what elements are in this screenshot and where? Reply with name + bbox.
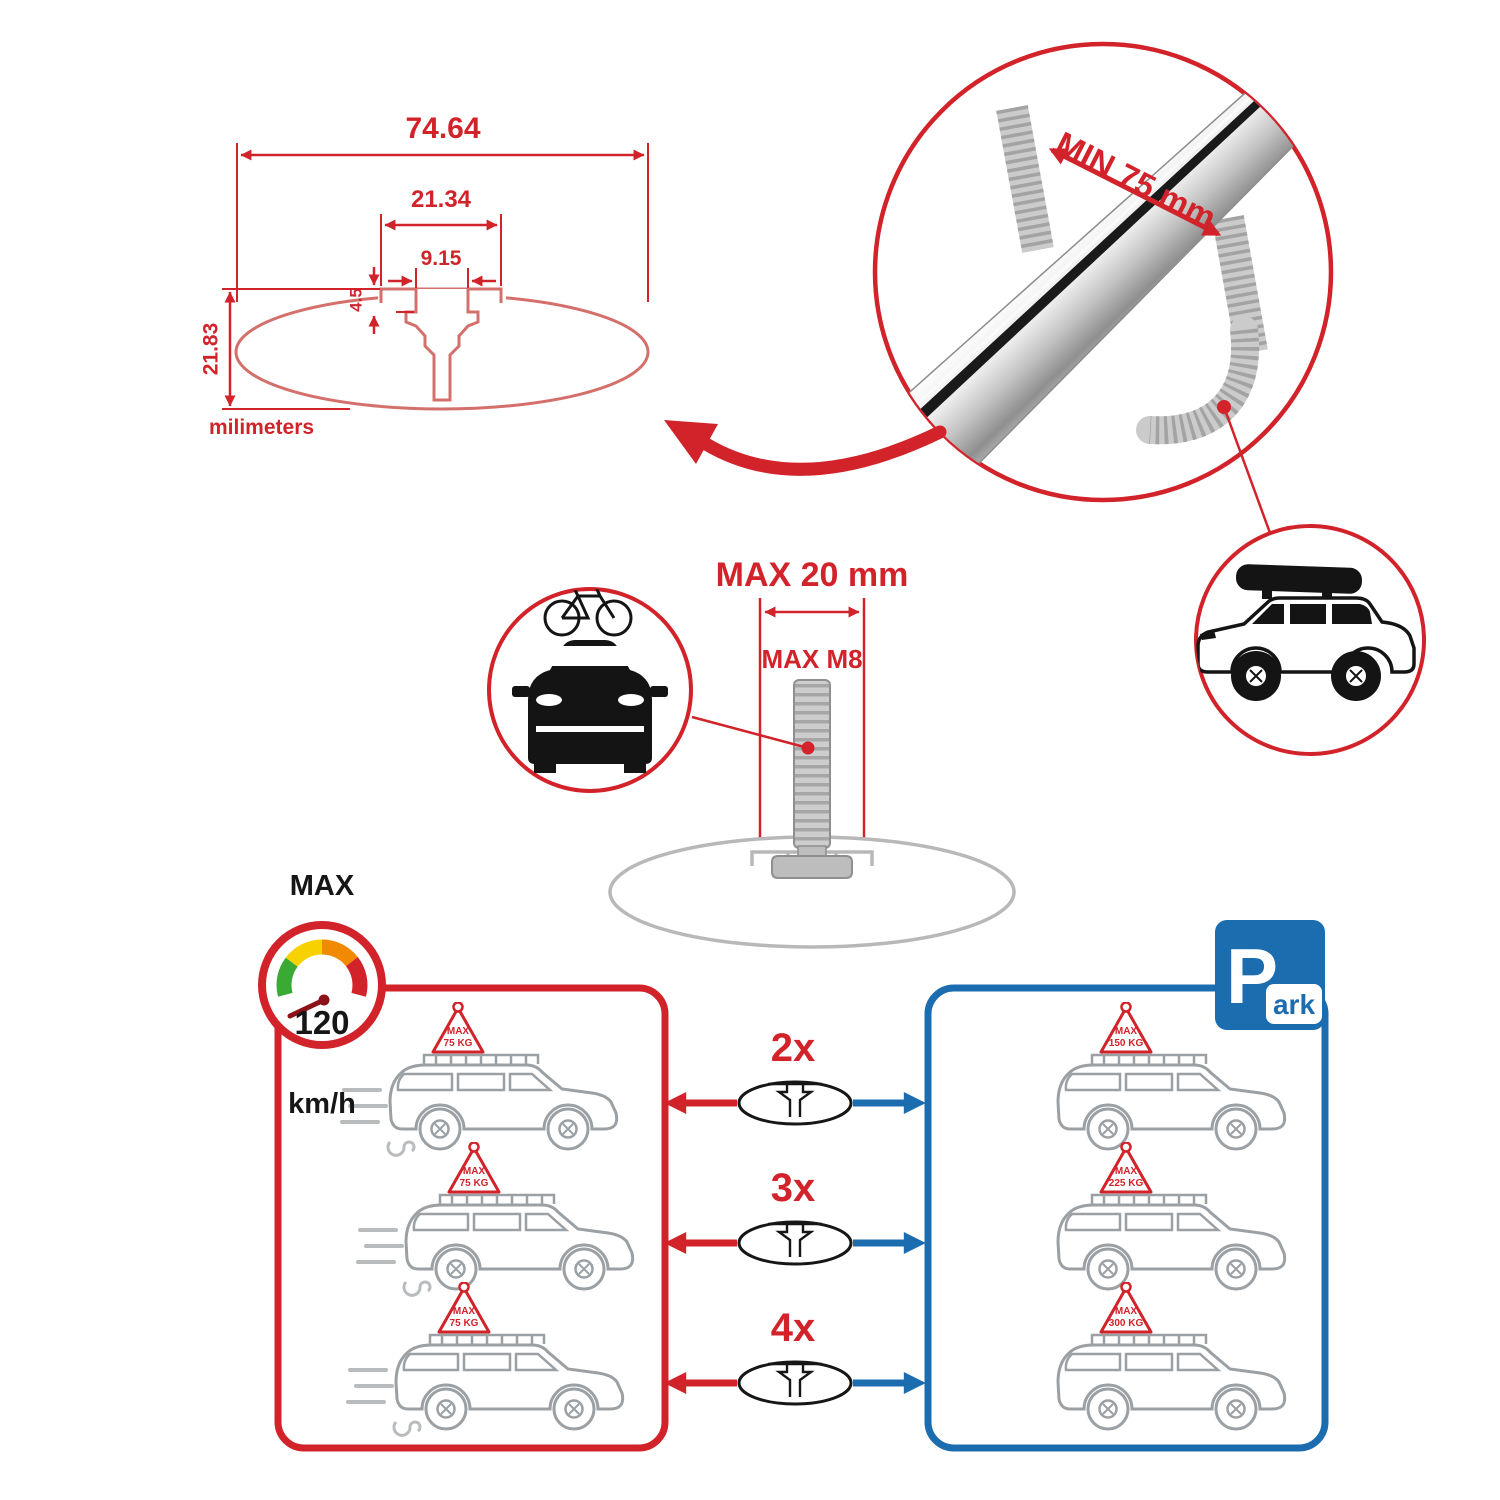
suv-roofbox-circle <box>1194 524 1426 756</box>
driving-car-3: MAX 75 KG <box>346 1281 646 1452</box>
headlight <box>1200 630 1216 640</box>
dim-plateau-width <box>380 214 502 286</box>
mirror-left <box>512 686 530 697</box>
parked-car-3: MAX 300 KG <box>1008 1281 1308 1452</box>
crossbar-detail-circle <box>664 41 1334 534</box>
badge-weight-label: 75 KG <box>460 1178 489 1189</box>
suv-icon <box>1196 564 1416 701</box>
dim-slot-width <box>388 268 496 288</box>
badge-weight-label: 150 KG <box>1109 1038 1144 1049</box>
speed-max-heading: MAX <box>289 870 355 902</box>
dim-total-width <box>236 143 649 302</box>
dim-total-width-label: 74.64 <box>405 112 481 145</box>
dim-lip-height-label: 4.5 <box>346 288 366 312</box>
t-bolt <box>771 679 853 879</box>
badge-max-label: MAX <box>447 1026 470 1037</box>
units-label: milimeters <box>209 416 315 439</box>
roof-box <box>1235 564 1363 594</box>
max-thread-label: MAX M8 <box>761 644 863 674</box>
bolt-detail <box>608 598 1016 949</box>
multiplier-4x: 4x <box>770 1306 816 1350</box>
gauge-orange-arc <box>321 939 358 967</box>
profile-t-slot <box>404 289 480 402</box>
bar-count-rows <box>664 1080 926 1406</box>
t-bolt-head <box>771 855 853 879</box>
badge-max-label: MAX <box>1115 1026 1138 1037</box>
gauge-needle <box>287 997 327 1019</box>
cross-section-drawing <box>222 143 650 411</box>
dim-plateau-width-label: 21.34 <box>410 186 472 213</box>
windshield <box>548 646 632 666</box>
speed-units: km/h <box>288 1088 356 1120</box>
parked-car-1: MAX 150 KG <box>1008 1001 1308 1172</box>
badge-max-label: MAX <box>453 1306 476 1317</box>
speed-value: 120 <box>294 1004 350 1041</box>
parking-sign-letter: P <box>1225 932 1279 1020</box>
badge-weight-label: 300 KG <box>1109 1318 1144 1329</box>
min-span-arrow <box>1048 147 1222 237</box>
parking-sign <box>1215 920 1325 1030</box>
reference-arrow <box>664 420 947 476</box>
badge-weight-label: 225 KG <box>1109 1178 1144 1189</box>
headlight-right <box>618 694 644 706</box>
badge-max-label: MAX <box>1115 1166 1138 1177</box>
parked-car-2: MAX 225 KG <box>1008 1141 1308 1312</box>
badge-max-label: MAX <box>1115 1306 1138 1317</box>
bike-car-circle <box>487 587 693 793</box>
speedometer-icon <box>258 921 386 1049</box>
dim-max-20 <box>758 598 866 838</box>
pointer-dot <box>801 741 815 755</box>
gauge-yellow-arc <box>285 939 323 967</box>
headlight-left <box>536 694 562 706</box>
bike-icon <box>560 589 616 620</box>
badge-weight-label: 75 KG <box>450 1318 479 1329</box>
dim-total-height <box>222 288 378 410</box>
parking-sign-rest: ark <box>1272 989 1316 1020</box>
multiplier-3x: 3x <box>770 1166 816 1210</box>
mirror-right <box>650 686 668 697</box>
car-front-bike-icon <box>512 589 668 773</box>
driving-car-2: MAX 75 KG <box>356 1141 656 1312</box>
dim-slot-width-label: 9.15 <box>420 247 462 270</box>
badge-weight-label: 75 KG <box>444 1038 473 1049</box>
multiplier-2x: 2x <box>770 1026 816 1070</box>
max-bolt-label: MAX 20 mm <box>715 556 909 594</box>
dim-total-height-label: 21.83 <box>199 322 223 376</box>
gauge-red-arc <box>345 956 368 997</box>
gauge-green-arc <box>276 957 298 997</box>
badge-max-label: MAX <box>463 1166 486 1177</box>
driving-car-1: MAX 75 KG <box>340 1001 640 1172</box>
